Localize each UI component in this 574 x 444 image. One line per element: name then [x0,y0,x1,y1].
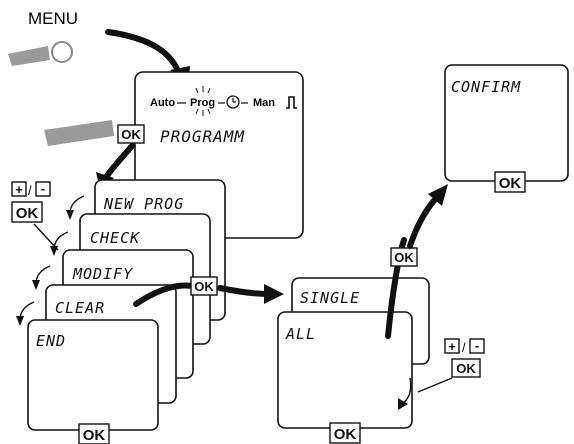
arrow-ok-to-confirm [407,191,443,249]
ok-button-main[interactable]: OK [117,124,145,144]
svg-text:OK: OK [499,175,522,192]
arrow-menu-to-screen [105,29,183,79]
clock-icon [226,95,240,109]
main-screen-text: PROGRAMM [160,127,245,146]
ok-button-confirm[interactable]: OK [494,171,526,193]
plus-minus-buttons-right[interactable]: + / - [444,338,485,355]
menu-label: MENU [28,9,78,28]
arrow-ok-to-single [217,285,271,297]
svg-text:OK: OK [194,279,214,294]
menu-stack: NEW PROG CHECK MODIFY CLEAR END [27,179,226,431]
ok-button-all[interactable]: OK [329,422,361,444]
sub-item-single: SINGLE [300,289,360,307]
svg-text:+: + [15,182,23,197]
ok-button-right[interactable]: OK [451,358,481,378]
mode-row: Auto Prog Man [150,86,297,116]
arrow-to-menu-stack [101,143,135,183]
svg-text:OK: OK [456,361,476,376]
svg-text:-: - [475,338,479,353]
ok-button-clear[interactable]: OK [190,276,218,296]
arrow-all-to-ok [385,237,407,339]
svg-text:OK: OK [394,250,414,265]
blink-rays-icon [195,86,211,116]
mode-auto: Auto [150,97,175,109]
svg-text:OK: OK [121,127,141,142]
svg-text:/: / [28,183,32,198]
menu-item-modify: MODIFY [72,265,133,283]
menu-item-new-prog: NEW PROG [103,195,184,213]
sub-item-all: ALL [285,325,316,343]
finger-press-icon [8,41,73,66]
svg-text:+: + [448,339,456,354]
menu-item-check: CHECK [90,229,140,247]
pulse-icon [286,96,297,109]
ok-button-left[interactable]: OK [11,201,43,223]
ok-button-single[interactable]: OK [390,247,418,267]
menu-item-end: END [36,332,66,350]
svg-text:OK: OK [334,426,357,443]
scroll-arrows [16,195,85,326]
svg-text:OK: OK [83,427,106,444]
svg-text:/: / [462,340,466,355]
mode-prog: Prog [190,97,215,109]
arrow-clear-to-ok [133,282,195,307]
mode-man: Man [253,97,275,109]
svg-text:-: - [41,181,45,196]
menu-item-clear: CLEAR [55,299,105,317]
confirm-text: CONFIRM [451,78,521,96]
finger-press-icon-2 [44,120,114,146]
svg-text:OK: OK [16,205,39,222]
plus-minus-buttons-left[interactable]: + / - [11,181,51,198]
ok-button-bottom[interactable]: OK [78,423,110,444]
